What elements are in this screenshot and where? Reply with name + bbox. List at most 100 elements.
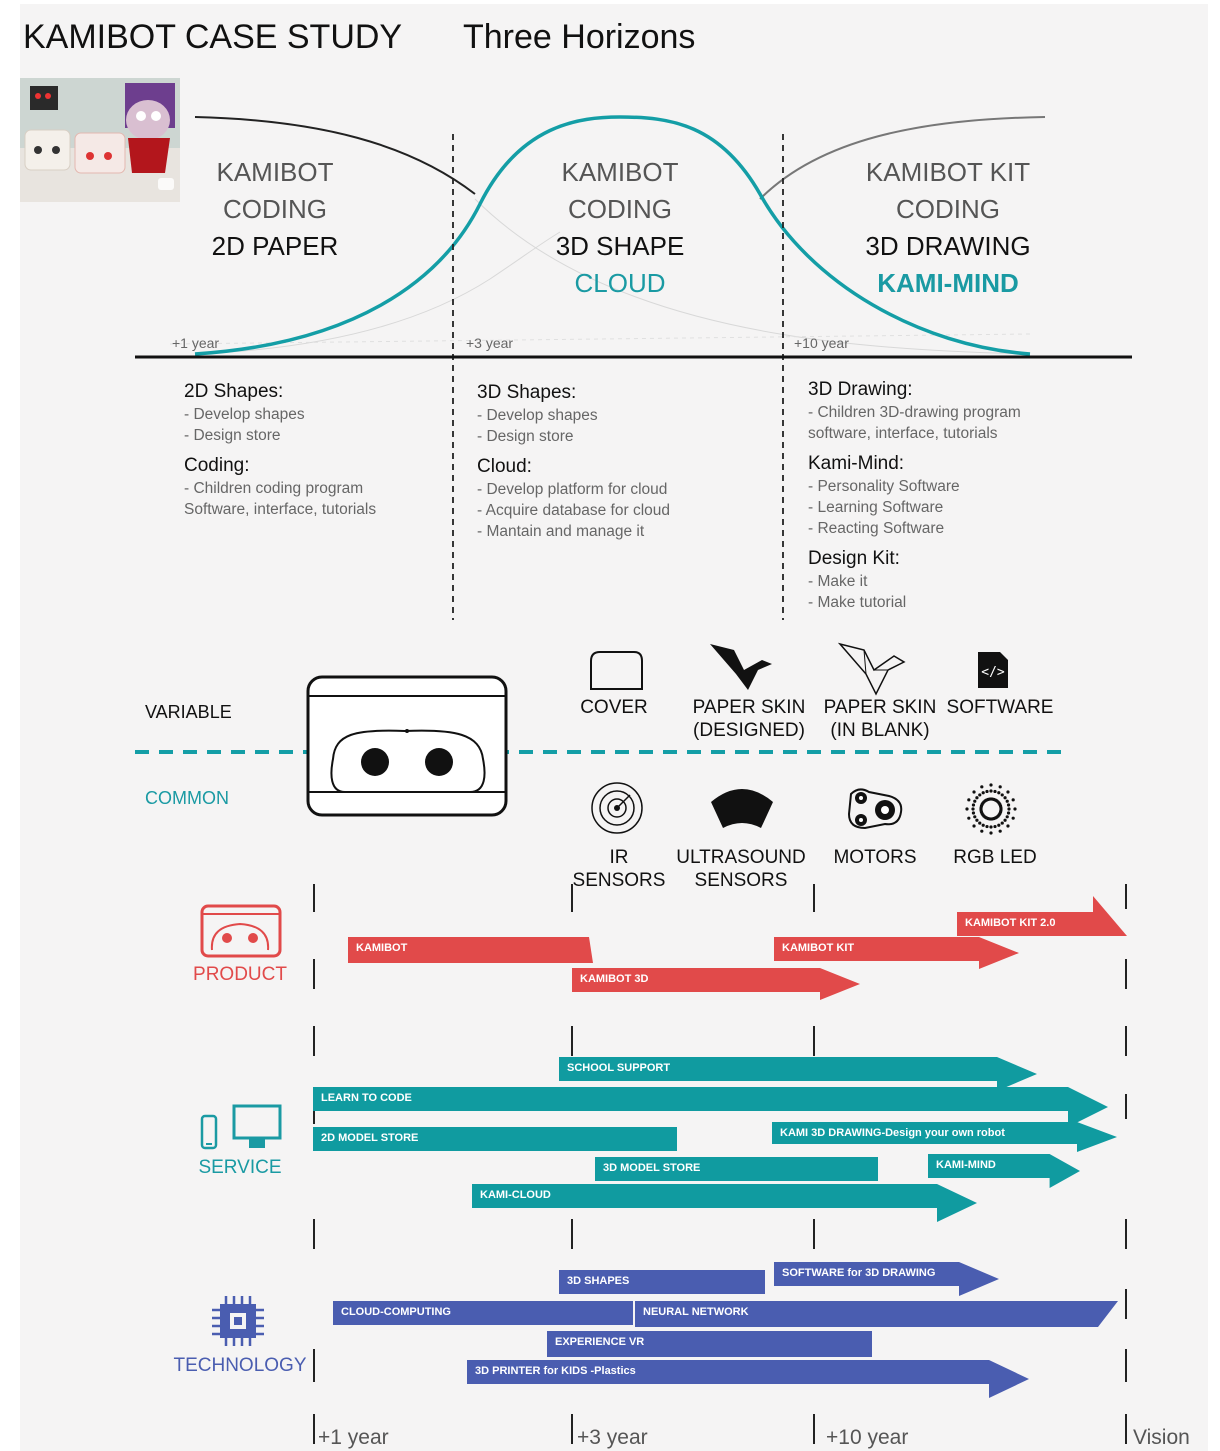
roadmap-bar-kami-cloud: KAMI-CLOUD — [472, 1184, 977, 1222]
roadmap-bar-label: NEURAL NETWORK — [643, 1306, 749, 1318]
column-2-item: - Design store — [477, 428, 574, 445]
components-graphics — [135, 750, 1065, 754]
column-3-item: - Children 3D-drawing program — [808, 404, 1021, 421]
horizon-3-label: KAMIBOT KIT CODING 3D DRAWING KAMI-MIND — [828, 154, 1068, 302]
code-file-icon: </> — [976, 650, 1010, 695]
variable-label: VARIABLE — [145, 702, 232, 722]
horizon-2-label: KAMIBOT CODING 3D SHAPE CLOUD — [520, 154, 720, 302]
roadmap-bar-label: KAMIBOT KIT 2.0 — [965, 917, 1056, 929]
variable-label-paper-skin-blank: PAPER SKIN (IN BLANK) — [823, 697, 937, 741]
horizon-1-line-3: 2D PAPER — [211, 231, 339, 261]
variable-label-software: SOFTWARE — [946, 697, 1054, 718]
rgb-led-icon — [964, 782, 1018, 841]
column-2-heading-1: 3D Shapes: — [477, 382, 577, 403]
common-label-ultrasound: ULTRASOUND SENSORS — [676, 847, 806, 891]
roadmap-bar-kamibot-3d: KAMIBOT 3D — [572, 968, 860, 1000]
column-horizon-1: 2D Shapes: - Develop shapes - Design sto… — [184, 380, 376, 520]
roadmap-bar-learn-to-code: LEARN TO CODE — [313, 1087, 1108, 1127]
roadmap-bar-cloud-computing: CLOUD-COMPUTING — [333, 1301, 633, 1325]
column-1-heading-2: Coding: — [184, 455, 250, 476]
roadmap-bar-school-support: SCHOOL SUPPORT — [559, 1057, 1037, 1091]
horizon-2-line-4: CLOUD — [574, 268, 666, 298]
roadmap-grid — [313, 884, 1127, 1444]
roadmap-bar-label: CLOUD-COMPUTING — [341, 1306, 451, 1318]
column-horizon-2: 3D Shapes: - Develop shapes - Design sto… — [477, 381, 670, 542]
roadmap-bar-label: EXPERIENCE VR — [555, 1336, 645, 1348]
x-tick-1: +1 year — [318, 1426, 389, 1449]
column-1-item: - Children coding program — [184, 480, 364, 497]
devices-icon — [200, 1104, 282, 1159]
roadmap-bar-label: KAMI-CLOUD — [480, 1189, 551, 1201]
column-3-item: - Learning Software — [808, 499, 944, 516]
roadmap-bar-label: KAMIBOT — [356, 942, 408, 954]
horizon-3-line-1: KAMIBOT KIT — [865, 157, 1031, 187]
common-label-motors: MOTORS — [833, 847, 917, 868]
horizon-1-line-2: CODING — [223, 194, 327, 224]
column-3-item: - Make tutorial — [808, 594, 907, 611]
column-2-item: - Develop platform for cloud — [477, 481, 668, 498]
horizon-3-line-4: KAMI-MIND — [877, 268, 1019, 298]
roadmap-bar-kamibot: KAMIBOT — [348, 937, 593, 963]
column-2-item: - Develop shapes — [477, 407, 598, 424]
ultrasound-icon — [709, 782, 775, 835]
variable-label-paper-skin-designed: PAPER SKIN (DESIGNED) — [692, 697, 806, 741]
cover-icon — [588, 649, 644, 696]
common-label-ir-sensors: IR SENSORS — [572, 847, 666, 891]
horizon-1-label: KAMIBOT CODING 2D PAPER — [175, 154, 375, 265]
roadmap-bar-label: SCHOOL SUPPORT — [567, 1062, 671, 1074]
robot-photo — [20, 78, 180, 202]
column-2-item: - Mantain and manage it — [477, 523, 645, 540]
x-tick-2: +3 year — [577, 1426, 648, 1449]
column-3-item: software, interface, tutorials — [808, 425, 998, 442]
chip-icon — [210, 1296, 266, 1351]
horizon-3-line-3: 3D DRAWING — [865, 231, 1031, 261]
column-3-heading-2: Kami-Mind: — [808, 453, 905, 474]
roadmap-bar-label: 3D MODEL STORE — [603, 1162, 701, 1174]
roadmap-bar-label: 3D SHAPES — [567, 1275, 630, 1287]
horizon-2-line-1: KAMIBOT — [561, 157, 679, 187]
horizon-1-year: +1 year — [172, 335, 220, 351]
column-1-heading-1: 2D Shapes: — [184, 381, 284, 402]
kamibot-robot-icon — [306, 675, 508, 817]
roadmap-bar-3d-shapes: 3D SHAPES — [559, 1270, 765, 1294]
roadmap-bar-label: KAMIBOT KIT — [782, 942, 855, 954]
row-label-technology: TECHNOLOGY — [173, 1355, 307, 1376]
column-3-item: - Make it — [808, 573, 868, 590]
roadmap-bar-kamibot-kit-2-0: KAMIBOT KIT 2.0 — [957, 896, 1127, 936]
column-horizon-3: 3D Drawing: - Children 3D-drawing progra… — [808, 378, 1021, 613]
common-label-rgb-led: RGB LED — [953, 847, 1037, 868]
horizon-2-line-2: CODING — [568, 194, 672, 224]
page-title: KAMIBOT CASE STUDY — [23, 18, 403, 56]
column-2-item: - Acquire database for cloud — [477, 502, 671, 519]
roadmap-bar-neural-network: NEURAL NETWORK — [635, 1301, 1118, 1327]
horizon-3-line-2: CODING — [896, 194, 1000, 224]
column-3-item: - Personality Software — [808, 478, 960, 495]
origami-bird-icon — [708, 640, 774, 701]
horizon-2-year: +3 year — [466, 335, 514, 351]
row-label-service: SERVICE — [198, 1157, 282, 1178]
roadmap-bar-label: SOFTWARE for 3D DRAWING — [782, 1267, 936, 1279]
x-tick-4: Vision — [1133, 1426, 1190, 1449]
column-3-heading-1: 3D Drawing: — [808, 379, 913, 400]
roadmap-bar-2d-model-store: 2D MODEL STORE — [313, 1127, 677, 1151]
product-icon — [200, 904, 282, 965]
roadmap-bar-3d-printer-for-kids-plastics: 3D PRINTER for KIDS -Plastics — [467, 1360, 1029, 1398]
horizon-3-year: +10 year — [794, 335, 849, 351]
page-subtitle: Three Horizons — [463, 18, 696, 56]
canvas: KAMIBOT CASE STUDY Three Horizons — [20, 4, 1208, 1451]
roadmap-bar-kami-3d-drawing-design-your-own-robot: KAMI 3D DRAWING-Design your own robot — [772, 1122, 1117, 1152]
svg-text:</>: </> — [981, 665, 1005, 680]
row-label-product: PRODUCT — [193, 964, 287, 985]
roadmap-bar-label: 3D PRINTER for KIDS -Plastics — [475, 1365, 636, 1377]
column-1-item: - Develop shapes — [184, 406, 305, 423]
horizon-2-line-3: 3D SHAPE — [555, 231, 685, 261]
variable-label-cover: COVER — [580, 697, 648, 718]
column-2-heading-2: Cloud: — [477, 456, 532, 477]
column-1-item: Software, interface, tutorials — [184, 501, 377, 518]
roadmap-bar-software-for-3d-drawing: SOFTWARE for 3D DRAWING — [774, 1262, 999, 1296]
column-3-item: - Reacting Software — [808, 520, 945, 537]
roadmap-bar-label: 2D MODEL STORE — [321, 1132, 419, 1144]
x-tick-3: +10 year — [826, 1426, 909, 1449]
three-horizons-curves — [135, 115, 1132, 620]
